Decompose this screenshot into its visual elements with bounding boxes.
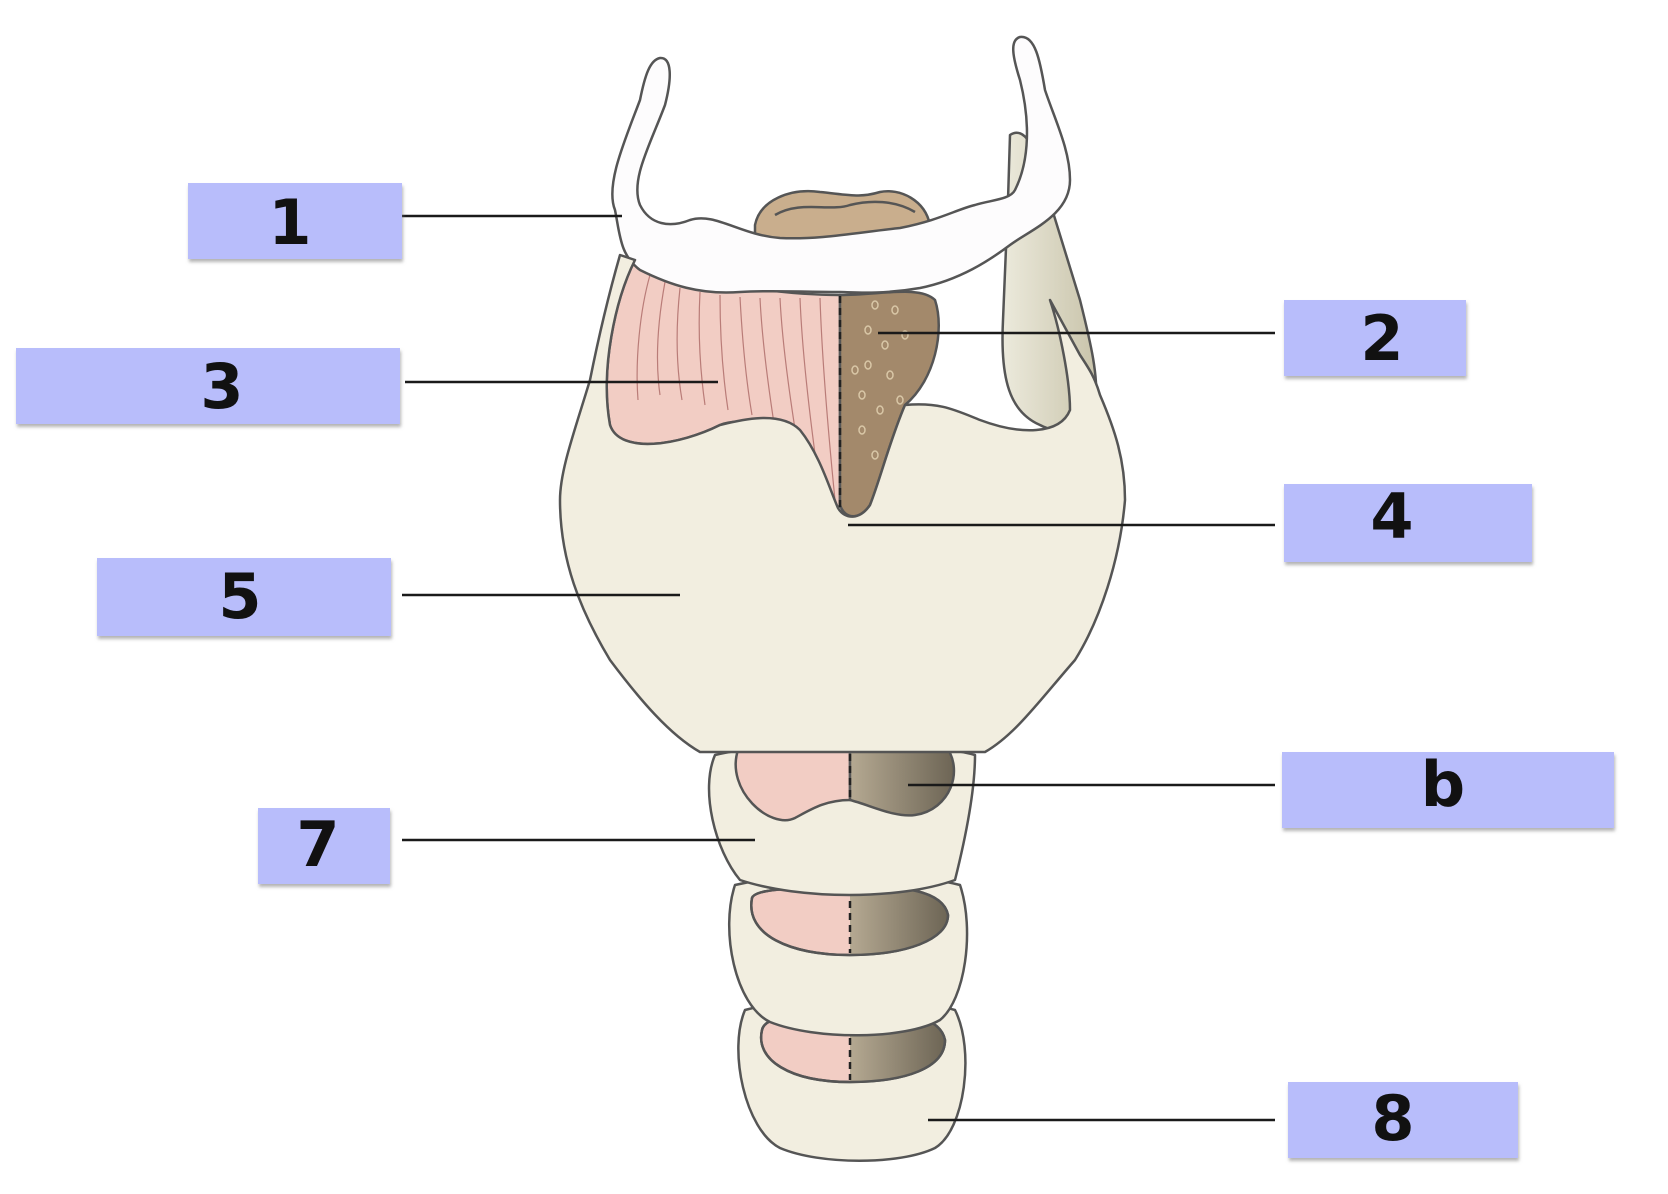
label-box-6[interactable]: b	[1282, 748, 1614, 828]
label-text-3: 3	[200, 350, 243, 423]
label-text-4: 4	[1370, 480, 1413, 553]
thyroid-cartilage	[558, 253, 1127, 754]
label-text-2: 2	[1360, 302, 1403, 375]
epiglottis-pits	[851, 300, 909, 460]
leader-lines	[402, 214, 1275, 1122]
label-text-7: 7	[296, 808, 339, 881]
label-box-8[interactable]: 8	[1288, 1082, 1518, 1158]
label-box-4[interactable]: 4	[1284, 480, 1532, 562]
label-box-3[interactable]: 3	[16, 348, 400, 424]
membrane-fibers	[636, 274, 836, 501]
label-box-2[interactable]: 2	[1284, 300, 1466, 376]
label-box-7[interactable]: 7	[258, 808, 390, 884]
tracheal-ring-middle-posterior	[850, 886, 948, 955]
label-text-5: 5	[218, 560, 261, 633]
larynx-anatomy	[558, 35, 1127, 1162]
label-box-1[interactable]: 1	[188, 183, 402, 259]
label-text-6: b	[1421, 748, 1465, 821]
label-text-8: 8	[1371, 1082, 1414, 1155]
label-text-1: 1	[268, 186, 311, 259]
hyoid-bone	[611, 35, 1072, 294]
epiglottis-curl	[774, 200, 916, 217]
label-box-5[interactable]: 5	[97, 558, 391, 636]
